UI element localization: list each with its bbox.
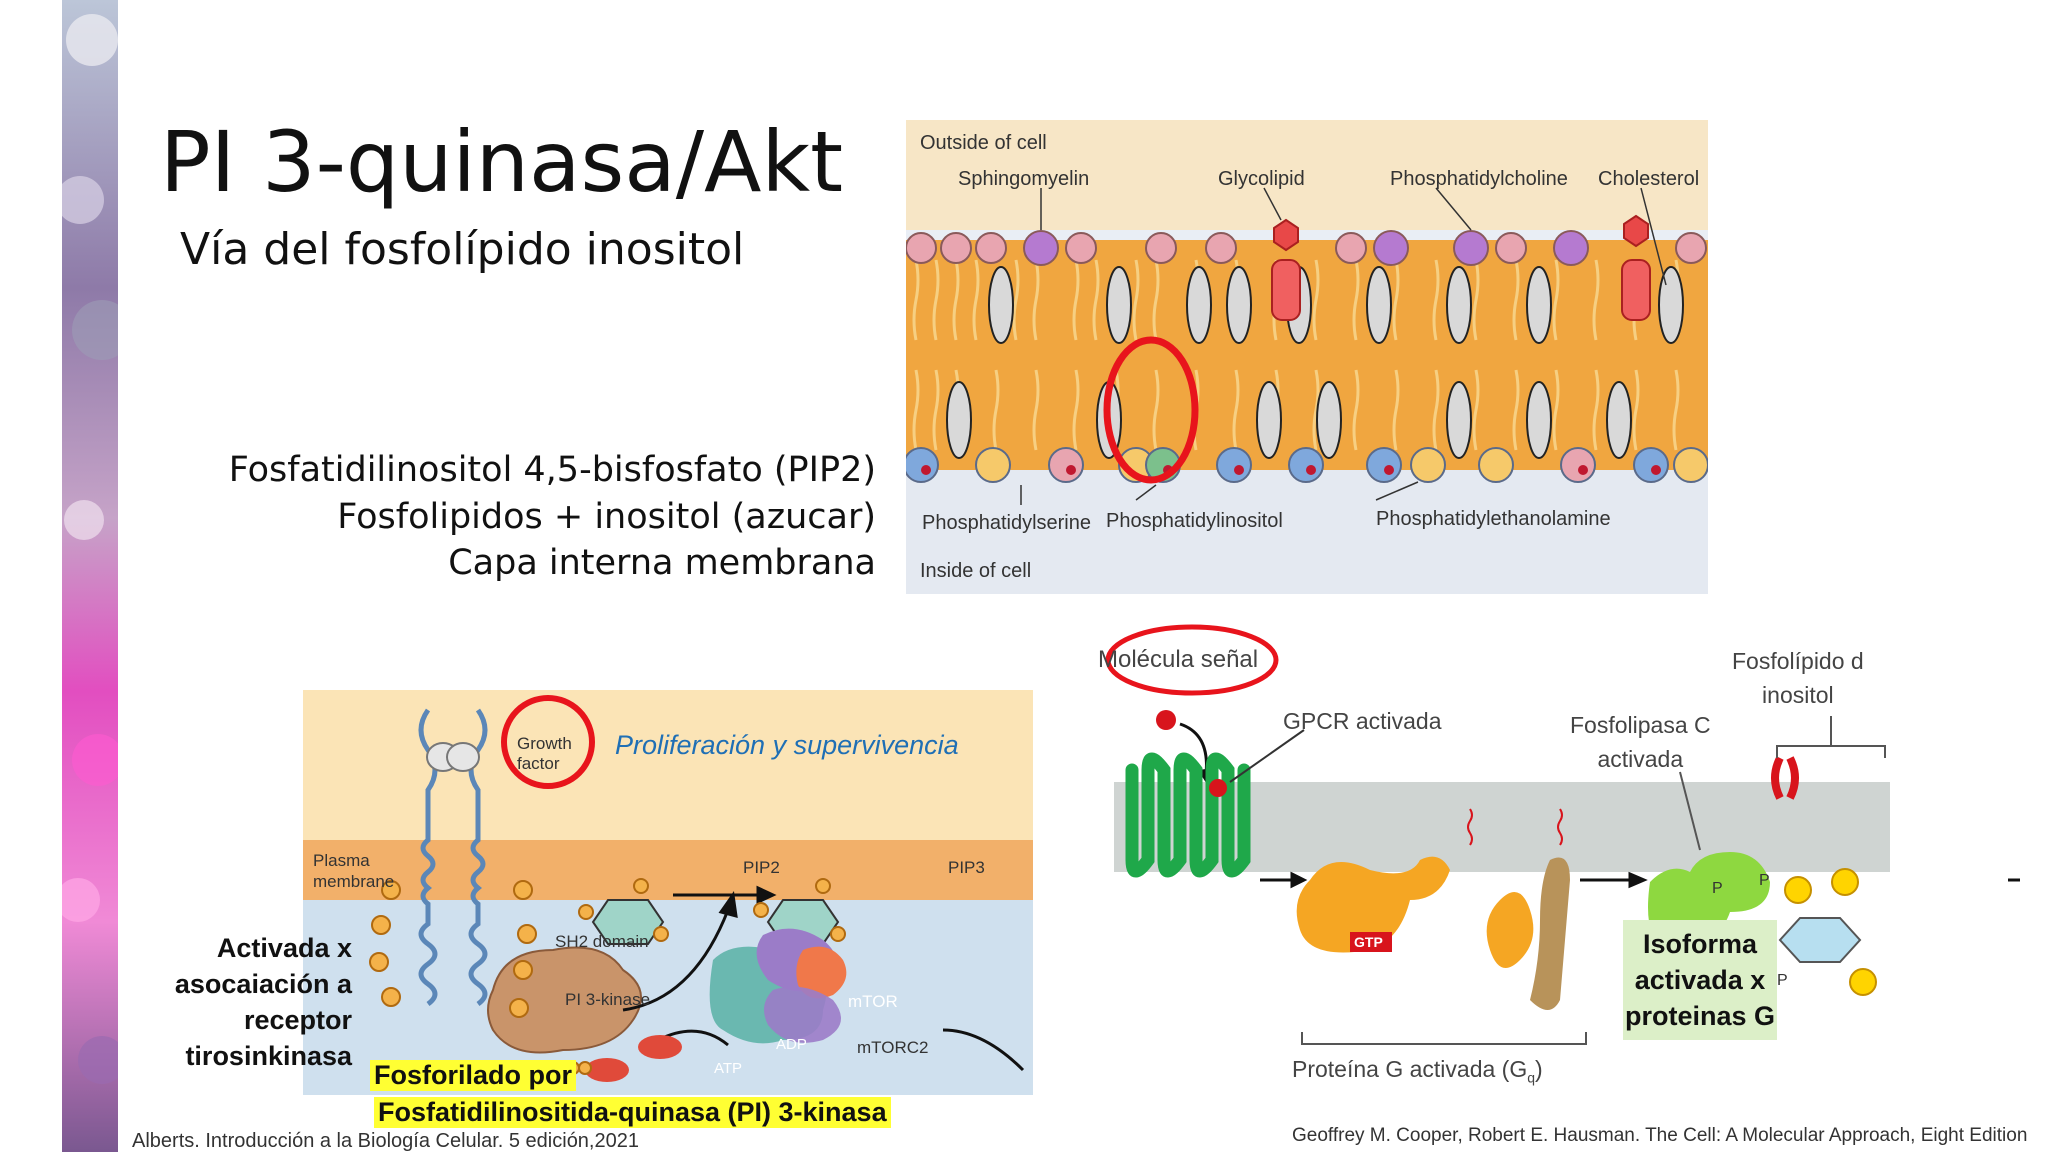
isoform-activated-text: Isoforma activada x proteinas G [1623,920,1778,1040]
gpcr-figure: Molécula señal GPCR activada Fosfolipasa… [1080,620,2020,1100]
cooper-citation: Geoffrey M. Cooper, Robert E. Hausman. T… [1292,1125,2028,1146]
phosphate-p-label-2: P [1759,872,1770,889]
slide-title: PI 3-quinasa/Akt [160,113,844,211]
glycolipid-label: Glycolipid [1218,168,1305,190]
phosphatidylcholine-label: Phosphatidylcholine [1390,168,1568,190]
plasma-membrane-label: Plasma membrane [313,851,395,891]
pip2-line: Fosfatidilinositol 4,5-bisfosfato (PIP2) [228,450,876,490]
phospholipid-line: Fosfolipidos + inositol (azucar) [337,497,876,537]
plc-activated-label: Fosfolipasa C activada [1570,712,1711,772]
phosphorylated-by-line-2: Fosfatidilinositida-quinasa (PI) 3-kinas… [374,1097,891,1128]
sphingomyelin-label: Sphingomyelin [958,168,1090,190]
membrane-bilayer-illustration [906,120,1708,594]
decorative-image-strip [62,0,118,1152]
gtp-label: GTP [1354,934,1383,950]
cholesterol-label: Cholesterol [1598,168,1700,190]
mtor-label: mTOR [848,992,898,1011]
gpcr-activated-label: GPCR activada [1283,708,1442,734]
outside-cell-label: Outside of cell [920,132,1047,154]
pi3-kinase-label: PI 3-kinase [565,990,651,1009]
signal-molecule-highlight-ring [1105,624,1279,696]
pip2-label: PIP2 [743,858,780,877]
sh2-domain-label: SH2 domain [555,932,649,951]
adp-label: ADP [776,1036,807,1053]
phosphatidylserine-label: Phosphatidylserine [922,512,1091,534]
growth-factor-label: Growth factor [517,734,572,773]
phosphorylated-by-line-1: Fosforilado por [370,1060,576,1091]
slide-subtitle: Vía del fosfolípido inositol [180,224,745,275]
inner-layer-line: Capa interna membrana [448,543,876,583]
pip3-label: PIP3 [948,858,985,877]
inositol-phospholipid-label: Fosfolípido d inositol [1732,648,1864,708]
pi3k-figure: Growth factor Proliferación y superviven… [303,690,1033,1095]
phosphatidylethanolamine-label: Phosphatidylethanolamine [1376,508,1611,530]
atp-label: ATP [714,1060,743,1077]
inside-cell-label: Inside of cell [920,560,1032,582]
signal-molecule-label: Molécula señal [1098,646,1259,673]
phosphatidylinositol-highlight-ring [1103,336,1199,484]
pi3k-pathway-illustration [303,690,1033,1095]
mtorc2-label: mTORC2 [857,1038,929,1057]
activated-by-receptor-text: Activada x asocaiación a receptor tirosi… [174,933,352,1071]
phosphate-p-label-1: P [1712,880,1723,897]
growth-factor-highlight-ring [501,695,595,789]
g-protein-label: Proteína G activada (Gq) [1292,1056,1543,1086]
phosphate-p-label-3: P [1777,972,1788,989]
gpcr-pathway-illustration [1105,624,2020,1045]
proliferation-label: Proliferación y supervivencia [615,730,959,760]
alberts-citation: Alberts. Introducción a la Biología Celu… [132,1130,639,1152]
phosphatidylinositol-label: Phosphatidylinositol [1106,510,1283,532]
membrane-figure: Outside of cell Sphingomyelin Glycolipid… [906,120,1708,594]
